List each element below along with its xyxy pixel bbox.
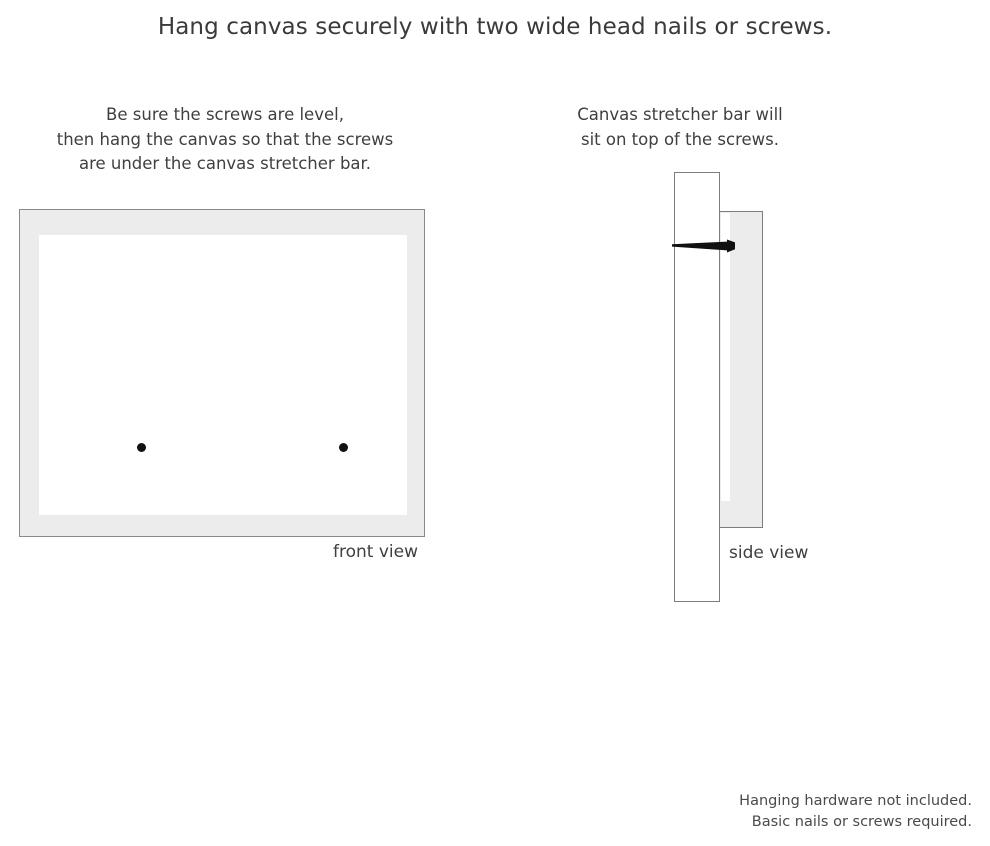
footer-note-line-2: Basic nails or screws required.	[751, 814, 972, 830]
screw-dot-left-icon	[137, 443, 146, 452]
front-view-caption-line-3: are under the canvas stretcher bar.	[78, 154, 372, 173]
front-view-caption-line-2: then hang the canvas so that the screws	[56, 129, 394, 149]
side-view-canvas-face	[721, 213, 730, 501]
side-view-label: side view	[729, 543, 809, 563]
front-view-canvas-frame	[19, 209, 425, 537]
nail-icon	[672, 239, 735, 253]
front-view-caption: Be sure the screws are level, then hang …	[10, 103, 440, 177]
footer-note-line-1: Hanging hardware not included.	[739, 793, 972, 809]
side-view-canvas-stretcher-bar	[719, 211, 763, 528]
side-view-caption-line-2: sit on top of the screws.	[580, 129, 780, 149]
page-title: Hang canvas securely with two wide head …	[157, 14, 833, 40]
side-view-caption: Canvas stretcher bar will sit on top of …	[535, 103, 825, 152]
side-view-wall-panel	[674, 172, 720, 602]
front-view-canvas-face	[39, 235, 407, 515]
front-view-caption-line-1: Be sure the screws are level,	[106, 105, 344, 124]
side-view-caption-line-1: Canvas stretcher bar will	[577, 105, 783, 124]
front-view-label: front view	[333, 542, 418, 562]
screw-dot-right-icon	[339, 443, 348, 452]
footer-note: Hanging hardware not included. Basic nai…	[739, 791, 972, 833]
